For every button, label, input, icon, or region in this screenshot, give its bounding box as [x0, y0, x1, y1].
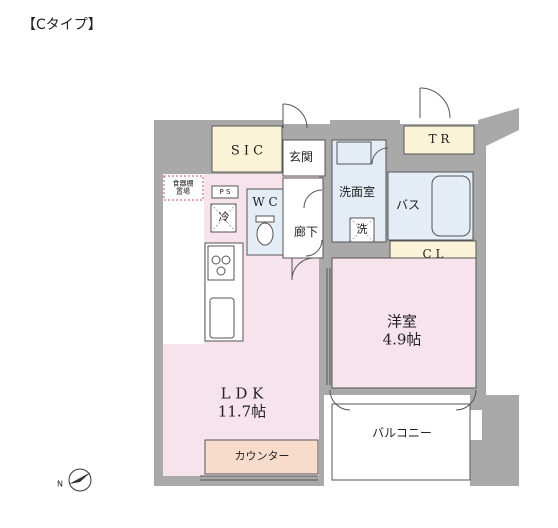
ldk-size: 11.7帖 — [217, 402, 267, 421]
kitchen-area — [163, 174, 204, 344]
stove-icon — [207, 245, 235, 281]
entrance-floor — [282, 139, 326, 177]
corridor-floor — [282, 177, 324, 259]
wc-label: W C — [252, 195, 278, 210]
compass-icon — [68, 468, 92, 492]
counter-label: カウンター — [234, 449, 290, 463]
closet-label: C L — [422, 247, 444, 262]
bathtub — [431, 175, 471, 237]
pantry-label: 食器棚 置場 — [172, 179, 194, 195]
entrance-label: 玄関 — [288, 150, 314, 165]
tr-label: T R — [428, 132, 450, 147]
toilet-icon — [255, 215, 275, 246]
sic-label: S I C — [230, 143, 264, 159]
sliding-doors — [200, 268, 331, 481]
vanity — [336, 141, 372, 165]
compass-north-label: N — [57, 479, 63, 489]
corridor-label: 廊下 — [293, 225, 319, 240]
western-room-floor — [331, 257, 477, 389]
western-room-label: 洋室 — [386, 312, 418, 331]
refrigerator-label: 冷 — [218, 210, 230, 224]
balcony-floor — [331, 403, 471, 481]
counter — [204, 439, 319, 475]
sic-room — [211, 125, 283, 173]
refrigerator-space — [210, 203, 237, 233]
ps-shaft — [211, 185, 239, 199]
door-swings — [282, 87, 477, 411]
plan-type-label: 【Cタイプ】 — [22, 17, 102, 33]
kitchen-sink-icon — [209, 297, 235, 339]
pantry-space — [163, 175, 204, 201]
ldk-label: L D K — [220, 384, 264, 403]
washroom-label: 洗面室 — [338, 185, 376, 200]
balcony-label: バルコニー — [372, 426, 432, 441]
bath-label: バス — [395, 198, 421, 213]
western-room-size: 4.9帖 — [382, 330, 422, 349]
washer-label: 洗 — [356, 222, 368, 236]
ps-label: P S — [219, 187, 231, 196]
tr-storage — [403, 125, 475, 155]
